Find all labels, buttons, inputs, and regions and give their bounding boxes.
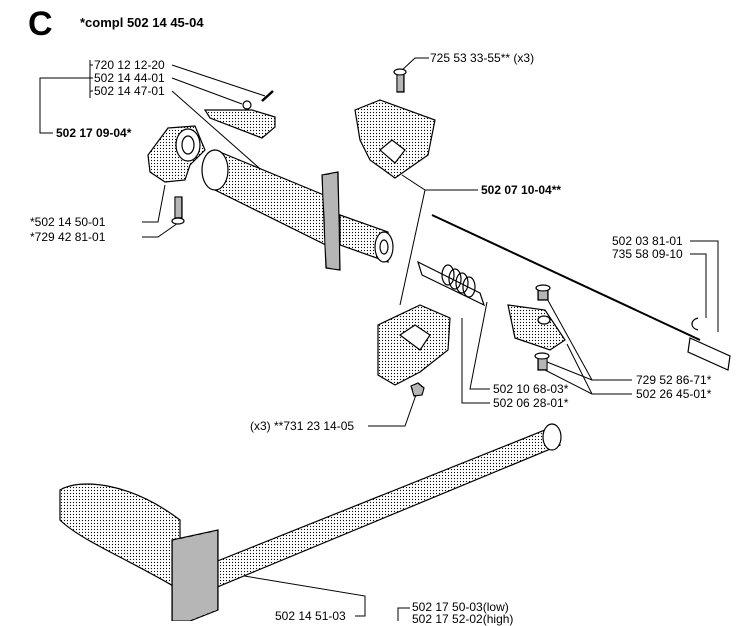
small-screw-part xyxy=(242,100,252,110)
part-label: *729 42 81-01 xyxy=(30,230,106,244)
cap-screw-part xyxy=(174,196,183,219)
handle-housing-part xyxy=(214,149,337,251)
cable-connector-part xyxy=(507,304,566,351)
part-label: 502 14 47-01 xyxy=(94,84,165,98)
part-label: 502 07 10-04** xyxy=(481,183,562,197)
part-label: 502 17 09-04* xyxy=(56,126,132,140)
hand-guard-part xyxy=(171,529,219,621)
part-label: 729 52 86-71* xyxy=(636,373,712,387)
throttle-lever-part xyxy=(203,109,276,139)
part-label: *502 14 50-01 xyxy=(30,215,106,229)
part-label: 502 14 44-01 xyxy=(94,71,165,85)
grip-part xyxy=(59,483,181,592)
spring-coils-part xyxy=(441,264,476,298)
throttle-wire-part xyxy=(431,214,701,341)
nut-part xyxy=(410,382,425,397)
part-label: 502 26 45-01* xyxy=(636,387,712,401)
part-label: 735 58 09-10 xyxy=(612,247,683,261)
part-label: 502 14 51-03 xyxy=(275,609,346,623)
part-label: 720 12 12-20 xyxy=(94,58,165,72)
part-label: 502 03 81-01 xyxy=(612,234,683,248)
pin-part xyxy=(261,90,274,102)
part-label: (x3) **731 23 14-05 xyxy=(250,419,355,433)
upper-clamp-part xyxy=(354,99,436,179)
wire-clip-part xyxy=(691,317,699,331)
assembly-label: *compl 502 14 45-04 xyxy=(80,15,204,30)
part-label: 502 17 52-02(high) xyxy=(412,612,514,626)
handlebar-part xyxy=(188,429,562,591)
part-label: 725 53 33-55** (x3) xyxy=(430,51,535,65)
part-label: 502 17 50-03(low) xyxy=(412,600,509,614)
section-letter: C xyxy=(28,5,53,43)
part-label: 502 10 68-03* xyxy=(493,382,569,396)
part-label: 502 06 28-01* xyxy=(493,396,569,410)
